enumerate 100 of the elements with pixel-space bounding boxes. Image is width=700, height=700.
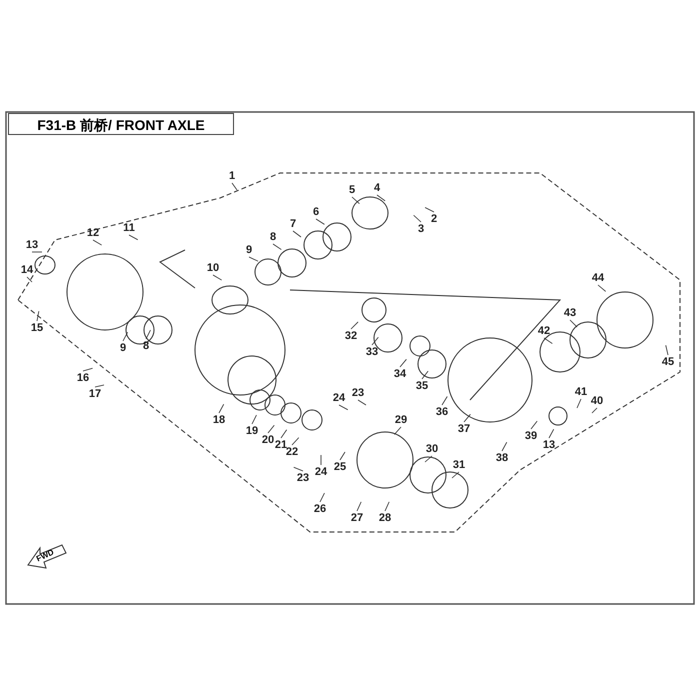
direction-label: FWD — [34, 548, 56, 564]
leader-line — [544, 338, 553, 344]
callout-number: 15 — [30, 322, 44, 334]
leader-line — [272, 244, 282, 250]
leader-line — [280, 429, 288, 438]
leader-line — [292, 437, 300, 446]
leader-line — [452, 472, 460, 478]
callout-number: 9 — [120, 342, 126, 354]
callout-number: 36 — [436, 406, 448, 418]
leader-line — [592, 408, 598, 414]
leader-line — [92, 240, 102, 246]
leader-line — [122, 332, 128, 342]
leader-line — [394, 426, 402, 435]
callout-number: 5 — [348, 184, 356, 196]
leader-line — [252, 414, 257, 424]
callout-number: 13 — [542, 439, 556, 451]
callout-number: 34 — [394, 368, 406, 380]
callout-number: 8 — [142, 340, 150, 352]
leader-line — [372, 336, 379, 346]
leader-line — [292, 230, 302, 238]
leader-line — [530, 420, 538, 430]
callout-number: 18 — [212, 414, 226, 426]
callout-number: 39 — [524, 430, 538, 442]
leader-line — [320, 454, 322, 466]
callout-number: 27 — [350, 512, 364, 524]
callout-number: 16 — [76, 372, 90, 384]
leader-line — [358, 400, 366, 406]
callout-number: 7 — [290, 218, 296, 230]
callout-number: 21 — [274, 439, 288, 451]
callout-number: 41 — [574, 386, 588, 398]
leader-line — [146, 330, 151, 340]
callout-number: 17 — [88, 388, 102, 400]
leader-line — [384, 502, 390, 512]
callout-number: 31 — [452, 459, 466, 471]
callout-number: 40 — [590, 395, 604, 407]
leader-line — [424, 207, 434, 212]
leader-line — [36, 310, 40, 322]
leader-line — [340, 452, 346, 460]
callout-number: 1 — [228, 170, 236, 182]
leader-line — [352, 196, 360, 204]
leader-line — [570, 320, 578, 328]
leader-line — [232, 182, 238, 190]
leader-line — [422, 370, 428, 380]
leader-line — [218, 404, 224, 414]
callout-number: 23 — [296, 472, 310, 484]
callout-number: 11 — [123, 222, 135, 234]
callout-number: 45 — [662, 356, 674, 368]
callout-number: 26 — [314, 503, 326, 515]
callout-number: 37 — [458, 423, 470, 435]
leader-line — [424, 456, 432, 462]
leader-line — [665, 344, 668, 356]
leader-line — [413, 214, 422, 222]
callout-number: 12 — [86, 227, 100, 239]
leader-line — [248, 256, 258, 262]
callout-number: 43 — [564, 307, 576, 319]
callout-number: 24 — [314, 466, 328, 478]
callout-number: 2 — [430, 213, 438, 225]
callout-number: 4 — [374, 182, 380, 194]
callout-number: 22 — [286, 446, 298, 458]
callout-number: 38 — [496, 452, 508, 464]
callout-number: 20 — [262, 434, 274, 446]
leader-line — [502, 442, 508, 452]
callout-number: 13 — [26, 239, 38, 251]
callout-number: 9 — [246, 244, 252, 256]
callout-number: 3 — [418, 223, 424, 235]
callout-number: 6 — [312, 206, 320, 218]
leader-line — [268, 424, 275, 434]
leader-line — [464, 414, 471, 422]
callout-number: 19 — [246, 425, 258, 437]
leader-line — [293, 466, 304, 472]
leader-line — [350, 322, 358, 330]
leader-line — [376, 194, 386, 202]
callout-number: 10 — [206, 262, 220, 274]
leader-line — [548, 428, 554, 438]
callout-number: 28 — [378, 512, 392, 524]
callout-number: 42 — [538, 325, 550, 337]
leader-line — [94, 384, 104, 388]
callout-number: 14 — [20, 264, 34, 276]
leader-line — [598, 284, 606, 292]
leader-line — [212, 274, 222, 280]
leader-line — [400, 358, 407, 368]
callout-number: 23 — [352, 387, 364, 399]
leader-line — [128, 234, 138, 240]
callout-number: 33 — [366, 346, 378, 358]
callout-number: 24 — [332, 392, 346, 404]
callout-number: 44 — [592, 272, 604, 284]
leader-line — [82, 368, 94, 372]
leader-line — [338, 404, 348, 410]
leader-line — [316, 218, 325, 225]
callout-number: 35 — [416, 380, 428, 392]
callout-number: 29 — [394, 414, 408, 426]
leader-line — [442, 396, 448, 406]
leader-line — [26, 276, 32, 282]
leader-line — [576, 398, 582, 408]
callout-number: 30 — [426, 443, 438, 455]
leader-line — [320, 492, 325, 502]
diagram-title: F31-B 前桥/ FRONT AXLE — [8, 113, 234, 135]
callout-number: 32 — [344, 330, 358, 342]
leader-line — [356, 502, 362, 512]
callout-number: 25 — [334, 461, 346, 473]
